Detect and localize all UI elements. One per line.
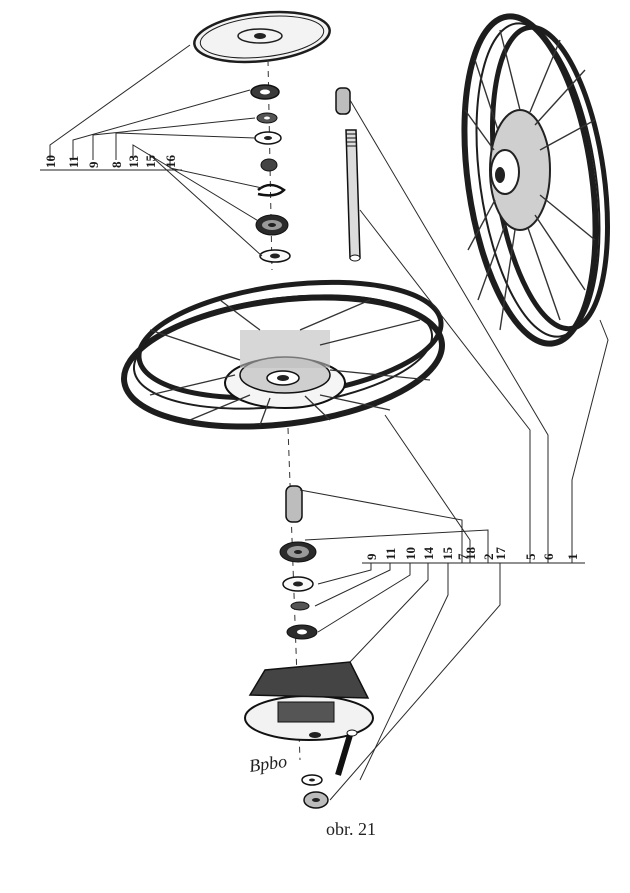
callout-bottom-11: 11 xyxy=(383,548,398,560)
callout-bottom-17: 17 xyxy=(493,547,508,561)
callout-top-8: 8 xyxy=(109,161,124,168)
callout-top-11: 11 xyxy=(66,156,81,168)
signature: Bpbo xyxy=(248,751,288,776)
callout-bottom-10: 10 xyxy=(403,547,418,560)
callout-bottom-14: 14 xyxy=(421,547,436,561)
brake-plate xyxy=(244,661,374,809)
lower-small-parts xyxy=(279,485,318,640)
axle-spindle xyxy=(335,87,361,262)
callout-top-10: 10 xyxy=(43,155,58,168)
figure-caption: obr. 21 xyxy=(326,819,376,839)
callout-bottom-2: 2 xyxy=(481,554,496,561)
callout-top-9: 9 xyxy=(86,161,101,168)
callout-bottom-9: 9 xyxy=(364,553,379,560)
leader-lines xyxy=(49,44,609,801)
callout-bottom-1: 1 xyxy=(565,554,580,561)
assembled-wheel xyxy=(461,13,611,347)
callout-bottom-18: 18 xyxy=(463,547,478,561)
callout-bottom-5: 5 xyxy=(523,553,538,560)
callout-bottom-7: 7 xyxy=(455,553,470,560)
top-small-parts xyxy=(250,84,291,263)
callouts-bottom: 9 11 10 14 15 17 18 2 7 5 6 1 xyxy=(364,547,580,561)
cover-disc xyxy=(193,10,331,64)
callout-top-16: 16 xyxy=(163,155,178,169)
callout-bottom-15: 15 xyxy=(440,547,455,561)
callouts-top: 10 11 9 8 13 15 16 xyxy=(43,155,178,169)
callout-top-13: 13 xyxy=(126,155,141,169)
main-wheel xyxy=(121,279,445,430)
callout-top-15: 15 xyxy=(143,155,158,169)
callout-bottom-6: 6 xyxy=(541,553,556,560)
